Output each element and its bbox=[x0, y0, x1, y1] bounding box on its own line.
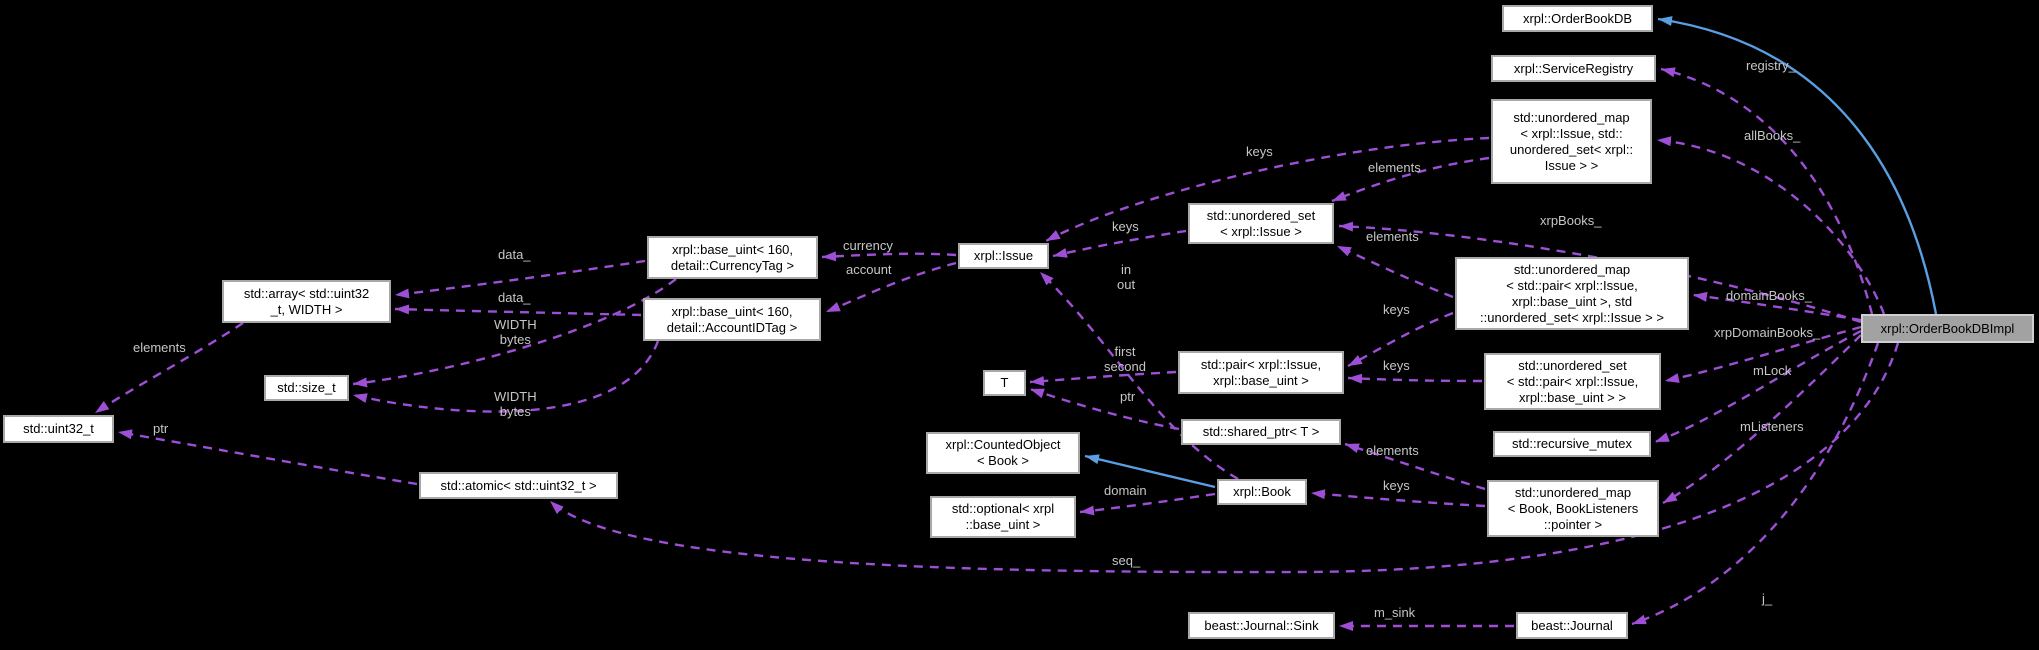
edge-account-widthbytes bbox=[352, 340, 660, 413]
edge-label-keys-allbooks: keys bbox=[1246, 144, 1273, 159]
node-journal[interactable]: beast::Journal bbox=[1516, 612, 1628, 639]
node-size-t[interactable]: std::size_t bbox=[264, 375, 349, 401]
edge-seq bbox=[549, 342, 1900, 574]
node-baseuint-currencytag[interactable]: xrpl::base_uint< 160, detail::CurrencyTa… bbox=[647, 236, 818, 279]
node-countedobject-book[interactable]: xrpl::CountedObject < Book > bbox=[926, 432, 1080, 474]
edge-domainmap-elements bbox=[1336, 244, 1454, 299]
node-issue[interactable]: xrpl::Issue bbox=[958, 243, 1049, 269]
edge-j bbox=[1631, 342, 1880, 626]
edge-pairset-keys bbox=[1347, 373, 1483, 384]
edge-registry bbox=[1660, 67, 1874, 315]
edge-label-currency: currency bbox=[843, 238, 893, 253]
edge-label-domain: domain bbox=[1104, 483, 1147, 498]
edge-label-xrpbooks: xrpBooks_ bbox=[1540, 213, 1602, 228]
edge-label-msink: m_sink bbox=[1374, 605, 1416, 620]
edge-sharedptr-ptr bbox=[1029, 387, 1180, 431]
edge-label-keys-xrpset: keys bbox=[1112, 219, 1139, 234]
node-std-array[interactable]: std::array< std::uint32 _t, WIDTH > bbox=[222, 280, 391, 323]
edge-atomic-ptr bbox=[117, 429, 418, 486]
edge-label-mlisteners: mListeners bbox=[1740, 419, 1804, 434]
node-recursive-mutex[interactable]: std::recursive_mutex bbox=[1493, 431, 1651, 457]
node-uint32-t[interactable]: std::uint32_t bbox=[3, 415, 114, 443]
edge-label-seq: seq_ bbox=[1112, 553, 1141, 568]
edge-label-ptr-sharedptr: ptr bbox=[1120, 389, 1136, 404]
edge-listeners-elements bbox=[1344, 442, 1486, 491]
edge-label-keys-listeners: keys bbox=[1383, 478, 1410, 493]
edge-label-j: j_ bbox=[1762, 591, 1773, 606]
edge-label-data-account: data_ bbox=[498, 290, 531, 305]
edge-domainbooks bbox=[1692, 291, 1862, 322]
edge-label-elements-array: elements bbox=[133, 340, 186, 355]
edge-label-elements-allbooks: elements bbox=[1368, 160, 1421, 175]
edge-account-data bbox=[394, 304, 642, 317]
node-xrp-issue-set[interactable]: std::unordered_set < xrpl::Issue > bbox=[1188, 203, 1334, 244]
node-orderbookdb[interactable]: xrpl::OrderBookDB bbox=[1502, 5, 1653, 32]
edge-allbooks-elements bbox=[1331, 156, 1490, 203]
node-orderbookdbimpl[interactable]: xrpl::OrderBookDBImpl bbox=[1861, 314, 2034, 343]
node-atomic-uint32[interactable]: std::atomic< std::uint32_t > bbox=[419, 472, 618, 499]
node-template-t[interactable]: T bbox=[983, 370, 1026, 396]
edge-book-inherits-countedobject bbox=[1084, 454, 1216, 489]
edge-label-keys-domainmap: keys bbox=[1383, 302, 1410, 317]
node-baseuint-accountidtag[interactable]: xrpl::base_uint< 160, detail::AccountIDT… bbox=[643, 298, 821, 341]
node-shared-ptr[interactable]: std::shared_ptr< T > bbox=[1181, 419, 1341, 445]
edge-book-domain bbox=[1079, 492, 1216, 516]
edge-mlock bbox=[1654, 329, 1862, 444]
edge-label-elements-domainmap: elements bbox=[1366, 229, 1419, 244]
edge-issue-account bbox=[825, 261, 957, 314]
edge-label-xrpdomainbooks: xrpDomainBooks_ bbox=[1714, 325, 1821, 340]
node-pair-issue-baseuint[interactable]: std::pair< xrpl::Issue, xrpl::base_uint … bbox=[1178, 351, 1344, 394]
node-pair-set[interactable]: std::unordered_set < std::pair< xrpl::Is… bbox=[1484, 353, 1661, 410]
edge-label-widthbytes-account: WIDTH bytes bbox=[494, 389, 537, 419]
node-booklisteners-map[interactable]: std::unordered_map < Book, BookListeners… bbox=[1487, 480, 1659, 537]
edge-label-ptr-atomic: ptr bbox=[153, 421, 169, 436]
edge-xrpbooks bbox=[1338, 221, 1862, 324]
edge-allbooks bbox=[1656, 136, 1886, 315]
edge-label-registry: registry_ bbox=[1746, 58, 1796, 73]
edge-currency-data bbox=[394, 259, 646, 299]
edge-label-mlock: mLock bbox=[1753, 363, 1792, 378]
edge-label-domainbooks: domainBooks_ bbox=[1726, 288, 1812, 303]
node-journal-sink[interactable]: beast::Journal::Sink bbox=[1188, 612, 1335, 639]
edge-impl-inherits-orderbookdb bbox=[1657, 16, 1938, 315]
edge-label-allbooks: allBooks_ bbox=[1744, 128, 1801, 143]
edge-pair-first-second bbox=[1029, 370, 1177, 386]
edge-label-keys-pairset: keys bbox=[1383, 358, 1410, 373]
node-allbooks-map[interactable]: std::unordered_map < xrpl::Issue, std:: … bbox=[1491, 99, 1652, 184]
edge-label-widthbytes-currency: WIDTH bytes bbox=[494, 317, 537, 347]
edge-array-elements bbox=[94, 322, 244, 414]
edge-book-in-out bbox=[1039, 271, 1239, 481]
edge-xrpset-keys bbox=[1052, 229, 1187, 258]
edge-label-account: account bbox=[846, 262, 892, 277]
node-optional-baseuint[interactable]: std::optional< xrpl ::base_uint > bbox=[930, 496, 1076, 538]
node-book[interactable]: xrpl::Book bbox=[1217, 479, 1307, 505]
edge-xrpdomainbooks bbox=[1664, 325, 1862, 383]
edge-issue-currency bbox=[821, 251, 957, 262]
edge-label-first-second: first second bbox=[1104, 344, 1146, 374]
edge-listeners-keys bbox=[1310, 489, 1486, 508]
edge-label-elements-listeners: elements bbox=[1366, 443, 1419, 458]
edge-allbooks-keys bbox=[1045, 136, 1490, 243]
node-domainbooks-map[interactable]: std::unordered_map < std::pair< xrpl::Is… bbox=[1455, 257, 1689, 330]
edge-mlisteners bbox=[1662, 334, 1862, 505]
edge-label-in-out: in out bbox=[1117, 262, 1136, 292]
node-serviceregistry[interactable]: xrpl::ServiceRegistry bbox=[1491, 55, 1656, 82]
edge-label-data-currency: data_ bbox=[498, 247, 531, 262]
